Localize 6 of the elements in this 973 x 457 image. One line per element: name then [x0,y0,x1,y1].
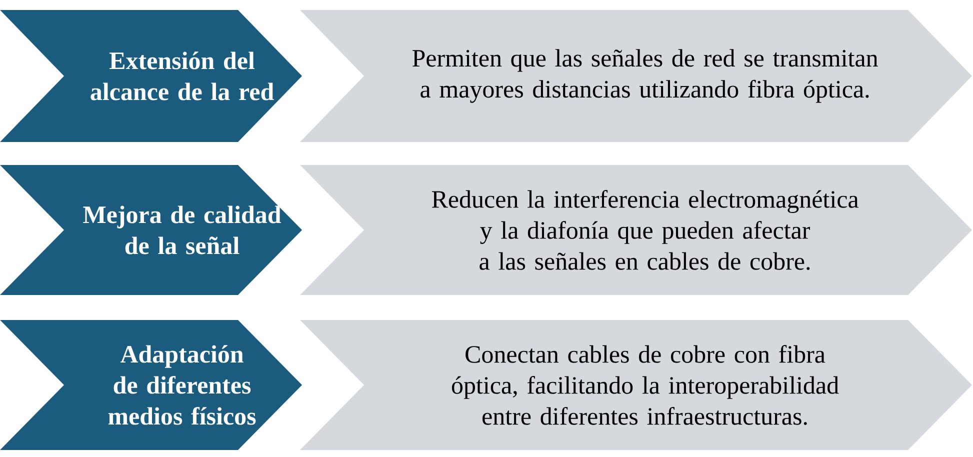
chevron-box: Mejora de calidad de la señal [0,165,302,295]
chevron-box: Conectan cables de cobre con fibra óptica, facilitando la interoperabilidad entre diferentes infraestructuras. [300,320,972,450]
chevron-box: Adaptación de diferentes medios físicos [0,320,302,450]
chevron-box: Permiten que las señales de red se transmitan a mayores distancias utilizando fibra óptica. [300,10,972,142]
chevron-box: Extensión del alcance de la red [0,10,302,142]
chevron-box: Reducen la interferencia electromagnética y la diafonía que pueden afectar a las señales en cables de cobre. [300,165,972,295]
